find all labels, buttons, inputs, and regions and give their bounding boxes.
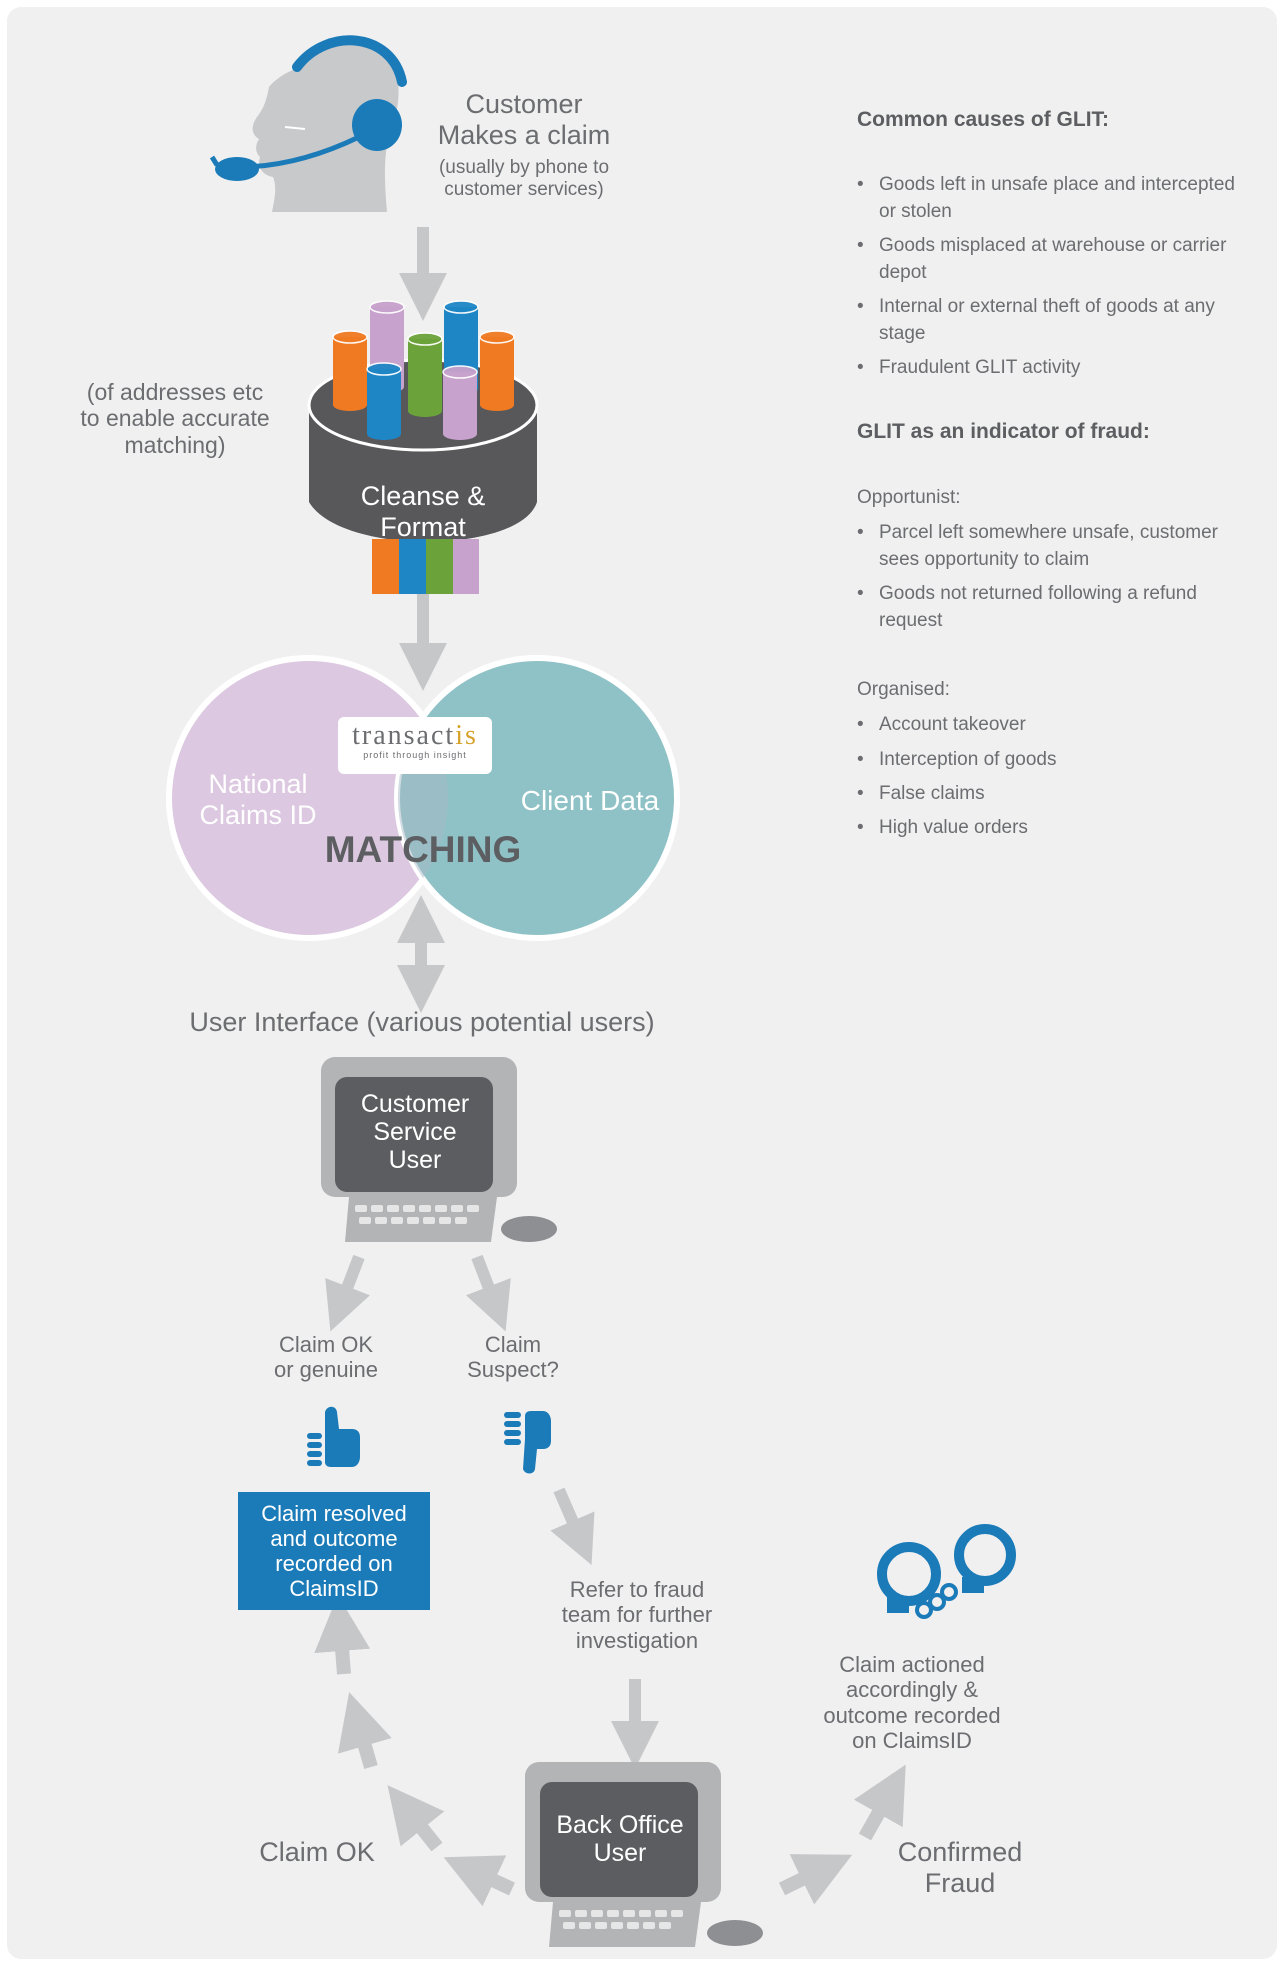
handcuffs-icon xyxy=(877,1524,1016,1619)
organised-label: Organised: xyxy=(857,679,950,700)
list-item: Fraudulent GLIT activity xyxy=(857,354,1239,381)
thumbs-down-icon xyxy=(504,1411,551,1474)
arrow-suspect-to-refer xyxy=(550,1487,595,1566)
common-causes-heading: Common causes of GLIT: xyxy=(857,108,1110,131)
list-item: Goods not returned following a refund re… xyxy=(857,580,1239,634)
list-item: Interception of goods xyxy=(857,746,1239,773)
claim-ok-bottom-label: Claim OK xyxy=(259,1837,375,1867)
list-item: Parcel left somewhere unsafe, customer s… xyxy=(857,519,1239,573)
fraud-indicator-heading: GLIT as an indicator of fraud: xyxy=(857,420,1150,443)
cylinder xyxy=(442,365,478,440)
cylinder xyxy=(366,362,402,440)
client-data-label: Client Data xyxy=(520,785,660,816)
customer-headset-icon xyxy=(209,35,407,212)
matching-label: MATCHING xyxy=(324,829,522,870)
arrow-to-claim-ok xyxy=(325,1254,371,1332)
arrow-to-claim-suspect xyxy=(465,1254,511,1332)
opportunist-label: Opportunist: xyxy=(857,487,961,508)
thumbs-up-icon xyxy=(307,1406,360,1467)
cylinder xyxy=(332,330,368,411)
cylinder xyxy=(479,330,515,411)
transactis-logo: transactis profit through insight xyxy=(338,717,492,774)
list-item: Internal or external theft of goods at a… xyxy=(857,293,1239,347)
list-item: False claims xyxy=(857,780,1239,807)
list-item: Goods misplaced at warehouse or carrier … xyxy=(857,232,1239,286)
user-interface-heading: User Interface (various potential users) xyxy=(189,1007,655,1037)
list-item: Goods left in unsafe place and intercept… xyxy=(857,171,1239,225)
back-office-computer-icon xyxy=(525,1762,763,1947)
customer-service-computer-icon xyxy=(321,1057,557,1242)
claim-ok-return-arrows xyxy=(314,1595,515,1907)
data-cylinders xyxy=(332,300,515,440)
cylinder xyxy=(407,332,443,417)
list-item: High value orders xyxy=(857,814,1239,841)
list-item: Account takeover xyxy=(857,711,1239,738)
confirmed-fraud-arrows xyxy=(778,1764,906,1905)
cleanse-format-label: Cleanse &Format xyxy=(360,481,486,543)
